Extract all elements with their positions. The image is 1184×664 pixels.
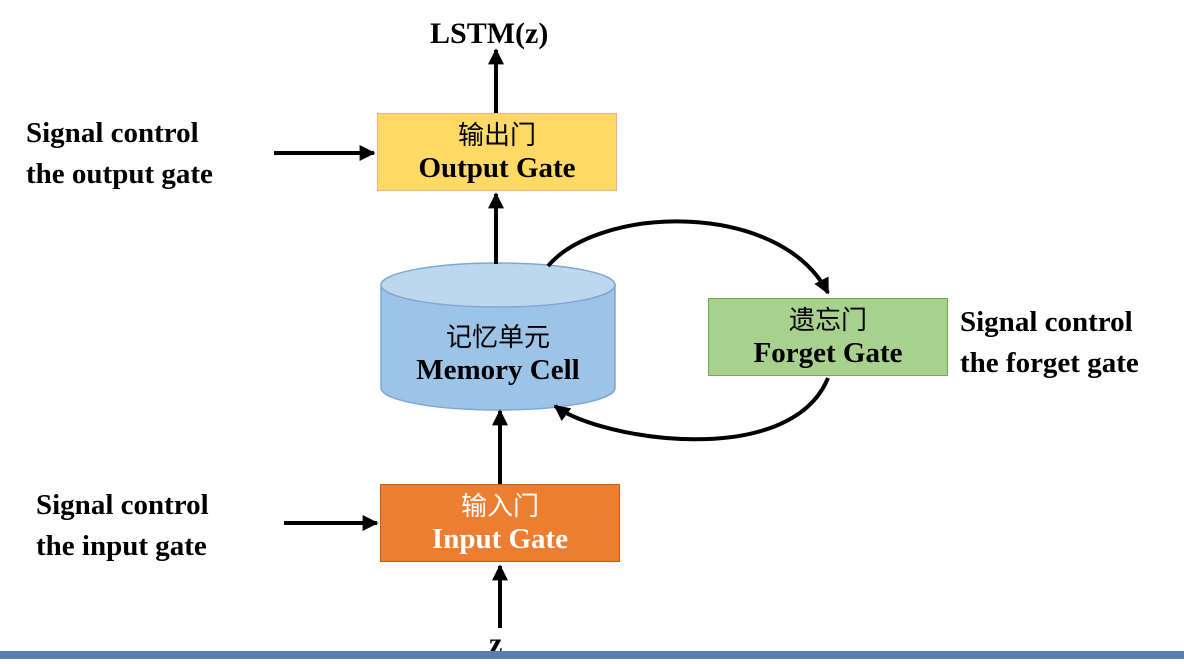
signal-output-line1: Signal control (26, 117, 199, 149)
signal-forget-line2: the forget gate (960, 347, 1139, 379)
output-label: LSTM(z) (430, 17, 549, 50)
input-gate-zh: 输入门 (460, 492, 539, 522)
footer-bar (0, 651, 1184, 659)
memory-cell-en: Memory Cell (416, 354, 580, 386)
signal-output-label: Signal control the output gate (26, 113, 213, 195)
memory-cell-label: 记忆单元 Memory Cell (381, 314, 615, 394)
signal-input-line2: the input gate (36, 530, 207, 562)
memory-cell-zh: 记忆单元 (445, 323, 550, 353)
output-gate-zh: 输出门 (457, 121, 536, 151)
forget-gate-zh: 遗忘门 (788, 306, 867, 336)
signal-forget-label: Signal control the forget gate (960, 302, 1139, 384)
output-gate-box: 输出门 Output Gate (377, 113, 617, 191)
input-gate-box: 输入门 Input Gate (380, 484, 620, 562)
output-gate-en: Output Gate (418, 152, 576, 184)
arrow-cell-to-forget-gate (546, 219, 830, 295)
signal-forget-line1: Signal control (960, 306, 1133, 338)
forget-gate-en: Forget Gate (753, 337, 903, 369)
input-gate-en: Input Gate (431, 523, 569, 555)
signal-input-line1: Signal control (36, 489, 209, 521)
signal-input-label: Signal control the input gate (36, 485, 209, 567)
signal-output-line2: the output gate (26, 158, 213, 190)
forget-gate-box: 遗忘门 Forget Gate (708, 298, 948, 376)
arrow-forget-gate-to-cell (553, 377, 830, 442)
